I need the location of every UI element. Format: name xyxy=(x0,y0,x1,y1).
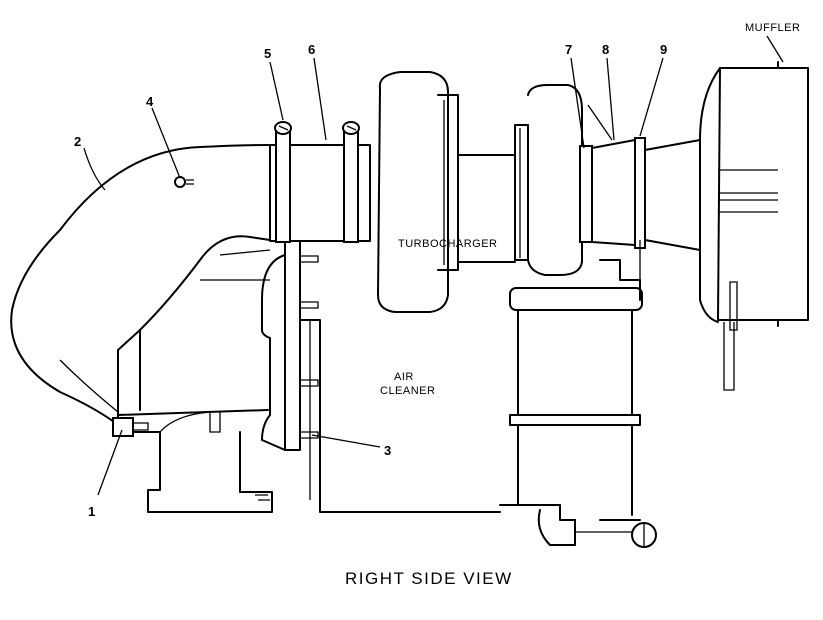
intake-elbow-pipe xyxy=(10,144,271,429)
label-air-cleaner-line2: CLEANER xyxy=(380,385,435,397)
callout-6: 6 xyxy=(308,42,315,57)
label-muffler: MUFFLER xyxy=(745,22,800,34)
label-air-cleaner-line1: AIR xyxy=(394,371,414,383)
callout-3: 3 xyxy=(384,443,391,458)
turbocharger xyxy=(377,71,583,313)
callout-1: 1 xyxy=(88,504,95,519)
air-cleaner xyxy=(499,240,657,548)
base-bracket xyxy=(112,409,273,513)
callout-5: 5 xyxy=(264,46,271,61)
leader-lines xyxy=(83,35,784,496)
callout-9: 9 xyxy=(660,42,667,57)
hose-and-clamps xyxy=(269,121,371,243)
muffler xyxy=(699,61,809,391)
callout-2: 2 xyxy=(74,134,81,149)
callout-4: 4 xyxy=(146,94,154,109)
callout-8: 8 xyxy=(602,42,609,57)
mounting-flange xyxy=(261,241,501,513)
exhaust-adapter xyxy=(579,104,701,251)
diagram-caption: RIGHT SIDE VIEW xyxy=(345,569,513,588)
callout-7: 7 xyxy=(565,42,572,57)
label-turbocharger: TURBOCHARGER xyxy=(398,238,498,250)
